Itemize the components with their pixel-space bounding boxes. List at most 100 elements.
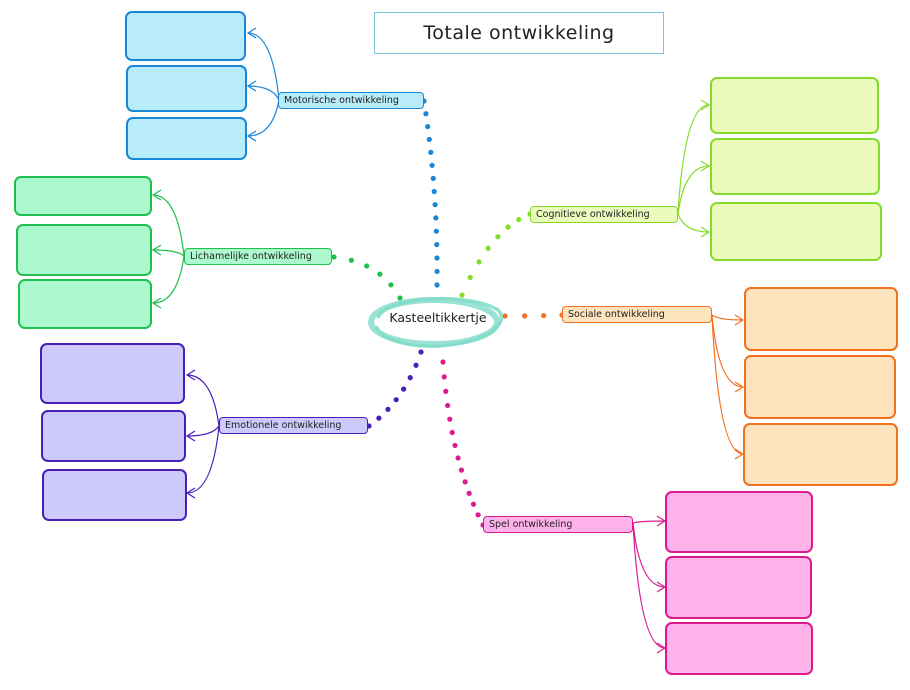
connector-line xyxy=(632,522,666,649)
connector-line xyxy=(677,104,710,215)
leaf-box[interactable] xyxy=(744,287,898,351)
link-dot xyxy=(364,263,370,269)
link-dot xyxy=(485,245,491,251)
link-dot xyxy=(413,362,419,368)
link-dot xyxy=(388,282,394,288)
link-dot xyxy=(429,162,435,168)
link-dot xyxy=(466,490,472,496)
dotted-links xyxy=(331,98,565,528)
arrowhead-icon xyxy=(185,487,196,499)
link-dot xyxy=(434,268,440,275)
link-dot xyxy=(426,136,432,143)
leaf-box[interactable] xyxy=(710,202,882,261)
connector-line xyxy=(186,425,220,437)
connector-line xyxy=(152,194,185,257)
leaf-box[interactable] xyxy=(665,556,812,619)
branch-emotionele-ontwikkeling[interactable]: Emotionele ontwikkeling xyxy=(219,417,368,434)
connector-line xyxy=(152,255,185,304)
link-dot xyxy=(385,406,391,412)
link-dot xyxy=(476,259,482,265)
link-dot xyxy=(401,386,407,392)
link-dot xyxy=(467,274,473,281)
leaf-box[interactable] xyxy=(14,176,152,216)
leaf-box[interactable] xyxy=(743,423,898,486)
link-dot xyxy=(430,175,436,181)
leaf-box[interactable] xyxy=(40,343,185,404)
leaf-box[interactable] xyxy=(41,410,186,462)
connector-line xyxy=(247,85,280,101)
branch-spel-ontwikkeling[interactable]: Spel ontwikkeling xyxy=(483,516,633,533)
link-dot xyxy=(447,416,453,422)
link-dot xyxy=(434,241,440,248)
link-dot xyxy=(445,402,451,409)
link-dot xyxy=(495,234,501,240)
link-dot xyxy=(443,388,449,394)
connector-line xyxy=(711,314,744,321)
arrowhead-icon xyxy=(151,297,162,309)
leaf-box[interactable] xyxy=(710,138,880,195)
leaf-box[interactable] xyxy=(16,224,152,276)
link-dot xyxy=(440,359,446,365)
arrowhead-icon xyxy=(700,160,711,172)
arrowhead-icon xyxy=(700,226,711,238)
branch-cognitieve-ontwikkeling[interactable]: Cognitieve ontwikkeling xyxy=(530,206,678,223)
link-dot xyxy=(432,202,438,208)
link-dot xyxy=(407,375,413,381)
leaf-box[interactable] xyxy=(18,279,152,329)
diagram-title[interactable]: Totale ontwikkeling xyxy=(374,12,664,54)
link-dot xyxy=(434,255,440,261)
link-dot xyxy=(462,479,468,485)
center-node-label[interactable]: Kasteeltikkertje xyxy=(389,310,487,325)
link-dot xyxy=(455,455,461,461)
link-dot xyxy=(433,228,439,234)
link-dot xyxy=(377,271,383,277)
link-dot xyxy=(470,501,477,507)
link-dot xyxy=(516,216,522,223)
link-dot xyxy=(433,215,439,221)
link-dot xyxy=(441,374,447,380)
center-node-ring xyxy=(368,296,504,348)
link-dot xyxy=(425,123,431,130)
link-dot xyxy=(475,512,481,518)
connector-line xyxy=(632,522,666,588)
branch-lichamelijke-ontwikkeling[interactable]: Lichamelijke ontwikkeling xyxy=(184,248,332,265)
link-dot xyxy=(348,257,354,263)
branch-sociale-ontwikkeling[interactable]: Sociale ontwikkeling xyxy=(562,306,712,323)
leaf-box[interactable] xyxy=(126,65,247,112)
leaf-box[interactable] xyxy=(125,11,246,61)
link-dot xyxy=(502,313,508,319)
leaf-box[interactable] xyxy=(665,491,813,553)
link-dot xyxy=(449,429,455,436)
connectors xyxy=(151,27,745,654)
link-dot xyxy=(459,292,465,298)
link-dot xyxy=(541,312,547,319)
link-dot xyxy=(376,415,382,421)
arrowhead-icon xyxy=(734,381,745,393)
leaf-box[interactable] xyxy=(42,469,187,521)
link-dot xyxy=(428,149,434,155)
connector-line xyxy=(247,32,280,101)
arrowhead-icon xyxy=(185,430,196,442)
link-dot xyxy=(331,254,337,260)
connector-line xyxy=(677,165,710,215)
link-dot xyxy=(522,313,528,319)
leaf-box[interactable] xyxy=(126,117,247,160)
link-dot xyxy=(452,442,458,449)
link-dot xyxy=(418,349,424,355)
link-dot xyxy=(397,295,403,301)
connector-line xyxy=(186,374,220,427)
link-dot xyxy=(434,282,440,288)
link-dot xyxy=(431,188,437,195)
arrowhead-icon xyxy=(151,244,162,256)
arrowhead-icon xyxy=(185,369,196,381)
connector-line xyxy=(677,213,710,233)
connector-line xyxy=(711,314,744,455)
leaf-box[interactable] xyxy=(744,355,896,419)
arrowhead-icon xyxy=(734,314,745,326)
branch-motorische-ontwikkeling[interactable]: Motorische ontwikkeling xyxy=(278,92,424,109)
arrowhead-icon xyxy=(700,99,711,111)
connector-line xyxy=(186,425,220,494)
leaf-box[interactable] xyxy=(665,622,813,675)
leaf-box[interactable] xyxy=(710,77,879,134)
